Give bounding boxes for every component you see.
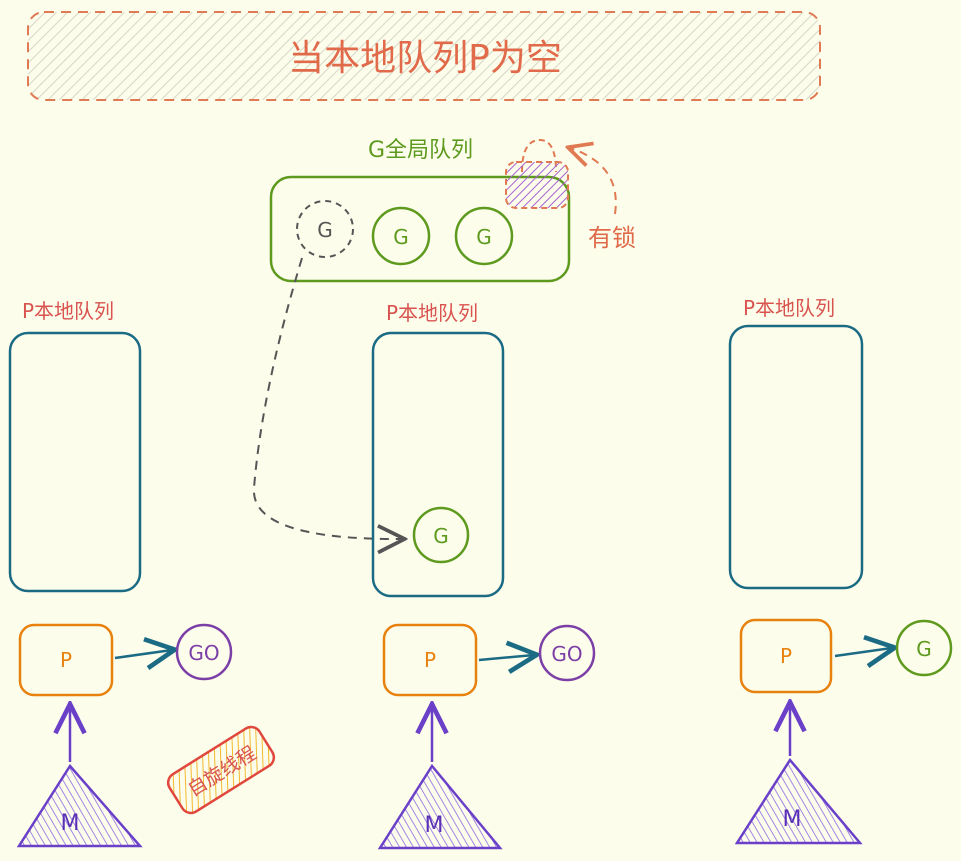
migration-arrow [252,257,402,539]
column-3: P本地队列 P G M [728,296,953,845]
local-queue-box [728,324,864,590]
lock-icon [505,138,569,209]
machine-label: M [783,807,802,832]
title-banner: 当本地队列P为空 [27,11,821,101]
lock-arrow [570,148,617,215]
global-queue-slot-taken: G [296,200,354,258]
global-queue-label: G全局队列 [368,138,473,163]
lock-label: 有锁 [588,224,636,252]
local-queue-label: P本地队列 [743,296,835,320]
running-goroutine-label: GO [551,642,582,666]
processor-box [18,623,114,697]
global-queue-goroutine: G [371,206,431,266]
local-queue-goroutine [412,506,470,564]
goroutine-label: G [433,524,449,548]
running-goroutine [895,619,953,677]
processor-box [382,623,478,697]
run-arrow [834,648,892,656]
processor-label: P [60,648,72,672]
title-text: 当本地队列P为空 [288,38,562,79]
machine-triangle [16,763,143,848]
running-goroutine-label: G [916,637,932,661]
processor-label: P [780,644,792,668]
global-queue-goroutine: G [454,206,514,266]
local-queue-label: P本地队列 [22,299,114,323]
spin-thread-badge: 自旋线程 [166,725,276,815]
processor-label: P [424,648,436,672]
machine-triangle [377,763,503,850]
local-queue-box [371,331,505,598]
goroutine-label: G [393,225,409,249]
run-arrow [114,650,172,658]
goroutine-label: G [476,225,492,249]
local-queue-box [8,331,142,593]
column-2: P本地队列 G P GO M [371,301,596,850]
machine-label: M [61,811,80,836]
local-queue-label: P本地队列 [386,301,478,325]
processor-box [739,618,833,694]
goroutine-label: G [317,218,333,242]
run-arrow [478,655,534,660]
running-goroutine-label: GO [188,641,219,665]
machine-triangle [734,757,863,845]
column-1: P本地队列 P GO M [8,299,233,848]
global-queue: G全局队列 G G G 有锁 [269,138,636,283]
global-queue-box [269,175,571,283]
running-goroutine [175,623,233,681]
machine-label: M [425,813,444,838]
running-goroutine [538,624,596,682]
